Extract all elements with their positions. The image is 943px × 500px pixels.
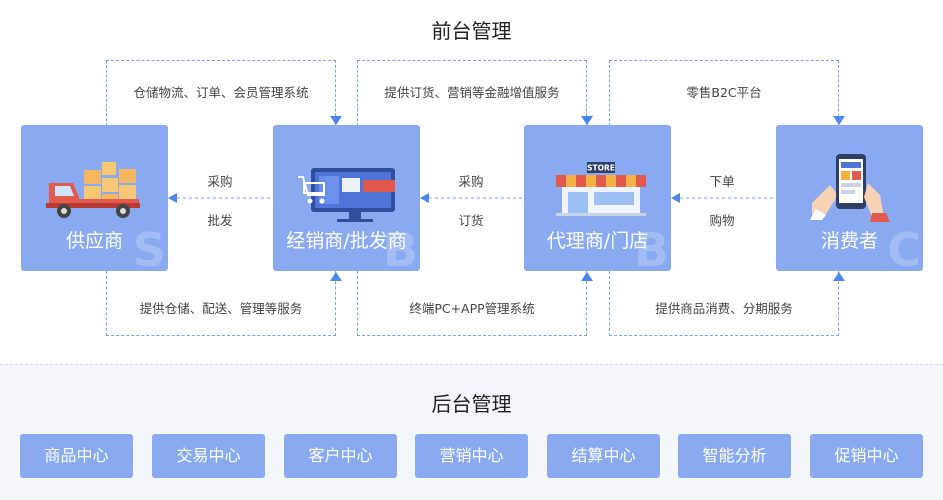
top-label-2: 提供订货、营销等金融增值服务 xyxy=(384,85,560,100)
top-label-1: 仓储物流、订单、会员管理系统 xyxy=(133,85,309,100)
module-trade-center: 交易中心 xyxy=(152,434,265,478)
store-sign-text: STORE xyxy=(587,164,615,173)
actor-store: STORE B 代理商/门店 xyxy=(524,125,671,271)
actor-distributor-letter: B xyxy=(382,223,418,271)
actor-distributor-name: 经销商/批发商 xyxy=(286,230,407,252)
module-intelligent-analysis: 智能分析 xyxy=(678,434,791,478)
bottom-frame-2 xyxy=(357,271,587,336)
module-product-center: 商品中心 xyxy=(20,434,133,478)
bottom-frame-1 xyxy=(106,271,336,336)
top-label-3: 零售B2C平台 xyxy=(686,85,762,100)
actor-store-name: 代理商/门店 xyxy=(546,230,649,252)
online-shop-icon xyxy=(298,168,395,222)
actor-consumer-letter: C xyxy=(887,223,921,271)
actor-supplier: S 供应商 xyxy=(21,125,168,271)
bottom-label-3: 提供商品消费、分期服务 xyxy=(655,301,793,316)
actor-consumer: C 消费者 xyxy=(776,125,923,271)
module-customer-center: 客户中心 xyxy=(284,434,397,478)
module-marketing-center: 营销中心 xyxy=(415,434,528,478)
top-frame-1 xyxy=(106,60,336,126)
module-settlement-center: 结算中心 xyxy=(547,434,660,478)
flow-1-upper: 采购 xyxy=(207,174,233,189)
actor-store-letter: B xyxy=(633,223,669,271)
top-frame-3 xyxy=(609,60,839,126)
flow-3-lower: 购物 xyxy=(709,213,735,228)
phone-shopping-icon xyxy=(810,154,890,222)
flow-3-upper: 下单 xyxy=(709,174,735,189)
front-title: 前台管理 xyxy=(431,19,512,43)
actor-supplier-letter: S xyxy=(132,223,166,271)
flow-2-lower: 订货 xyxy=(458,213,484,228)
back-title: 后台管理 xyxy=(431,392,512,416)
actor-consumer-name: 消费者 xyxy=(820,230,878,252)
store-icon: STORE xyxy=(556,162,646,216)
flow-1-lower: 批发 xyxy=(207,213,233,228)
module-promotion-center: 促销中心 xyxy=(810,434,923,478)
bottom-frame-3 xyxy=(609,271,839,336)
actor-distributor: B 经销商/批发商 xyxy=(273,125,420,271)
bottom-label-2: 终端PC+APP管理系统 xyxy=(409,301,535,316)
flow-2-upper: 采购 xyxy=(458,174,484,189)
truck-icon xyxy=(46,162,140,218)
back-section xyxy=(0,364,943,500)
top-frame-2 xyxy=(357,60,587,126)
section-divider xyxy=(0,364,943,365)
bottom-label-1: 提供仓储、配送、管理等服务 xyxy=(139,301,303,316)
actor-supplier-name: 供应商 xyxy=(65,230,123,252)
